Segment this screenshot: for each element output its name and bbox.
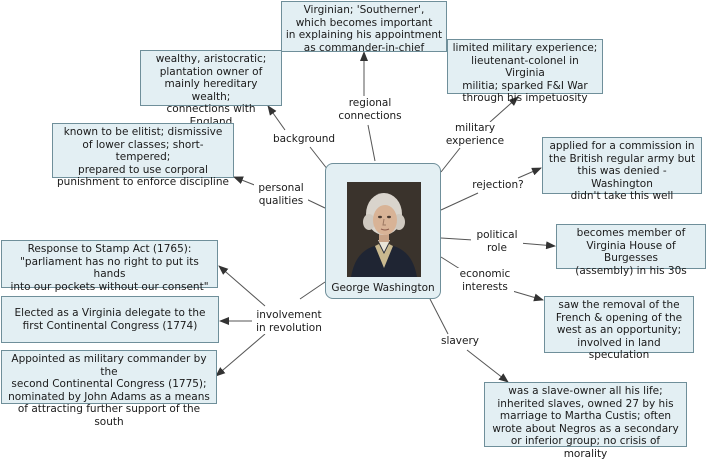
edge-involvement-commander: [215, 333, 266, 377]
concept-regional[interactable]: Virginian; 'Southerner', which becomes i…: [281, 1, 447, 54]
edge-background-out: [267, 105, 286, 131]
link-label-economic: economic interests: [456, 268, 514, 293]
concept-rejection[interactable]: applied for a commission in the British …: [542, 137, 702, 202]
central-node-label: George Washington: [331, 282, 435, 294]
edge-economic-out: [508, 289, 544, 302]
concept-military[interactable]: limited military experience; lieutenant-…: [447, 39, 603, 104]
link-label-regional: regional connections: [336, 97, 404, 122]
connection-lines: [215, 51, 556, 383]
link-label-military: military experience: [442, 122, 508, 147]
washington-portrait-image: [347, 182, 421, 277]
link-label-personal: personal qualities: [254, 182, 308, 207]
concept-personal[interactable]: known to be elitist; dismissive of lower…: [52, 123, 234, 188]
edge-political-in: [440, 237, 474, 241]
link-label-involvement: involvement in revolution: [252, 309, 326, 334]
edge-military-in: [440, 147, 461, 173]
edge-involvement-stamp: [218, 265, 266, 307]
concept-stamp-act[interactable]: Response to Stamp Act (1765): "parliamen…: [1, 240, 218, 293]
concept-political[interactable]: becomes member of Virginia House of Burg…: [556, 224, 706, 277]
link-label-background: background: [269, 133, 339, 146]
link-label-rejection: rejection?: [467, 179, 529, 192]
link-label-slavery: slavery: [437, 335, 483, 348]
edge-personal-out: [233, 176, 258, 187]
concept-slavery[interactable]: was a slave-owner all his life; inherite…: [484, 382, 687, 460]
edge-economic-in: [440, 256, 461, 270]
edge-military-out: [489, 96, 519, 123]
concept-economic[interactable]: saw the removal of the French & opening …: [544, 296, 694, 361]
edge-rejection-out: [517, 167, 542, 179]
edge-slavery-out: [466, 349, 509, 383]
link-label-political: political role: [471, 229, 523, 254]
concept-commander[interactable]: Appointed as military commander by the s…: [1, 350, 217, 428]
edge-political-out: [518, 241, 556, 250]
central-node[interactable]: George Washington: [325, 163, 441, 299]
edge-regional-in: [367, 124, 376, 162]
edge-slavery-in: [429, 298, 449, 335]
concept-continental-congress[interactable]: Elected as a Virginia delegate to the fi…: [1, 296, 219, 343]
concept-background[interactable]: wealthy, aristocratic; plantation owner …: [140, 50, 282, 128]
edge-rejection-in: [440, 192, 479, 211]
edge-involvement-in: [299, 281, 326, 300]
